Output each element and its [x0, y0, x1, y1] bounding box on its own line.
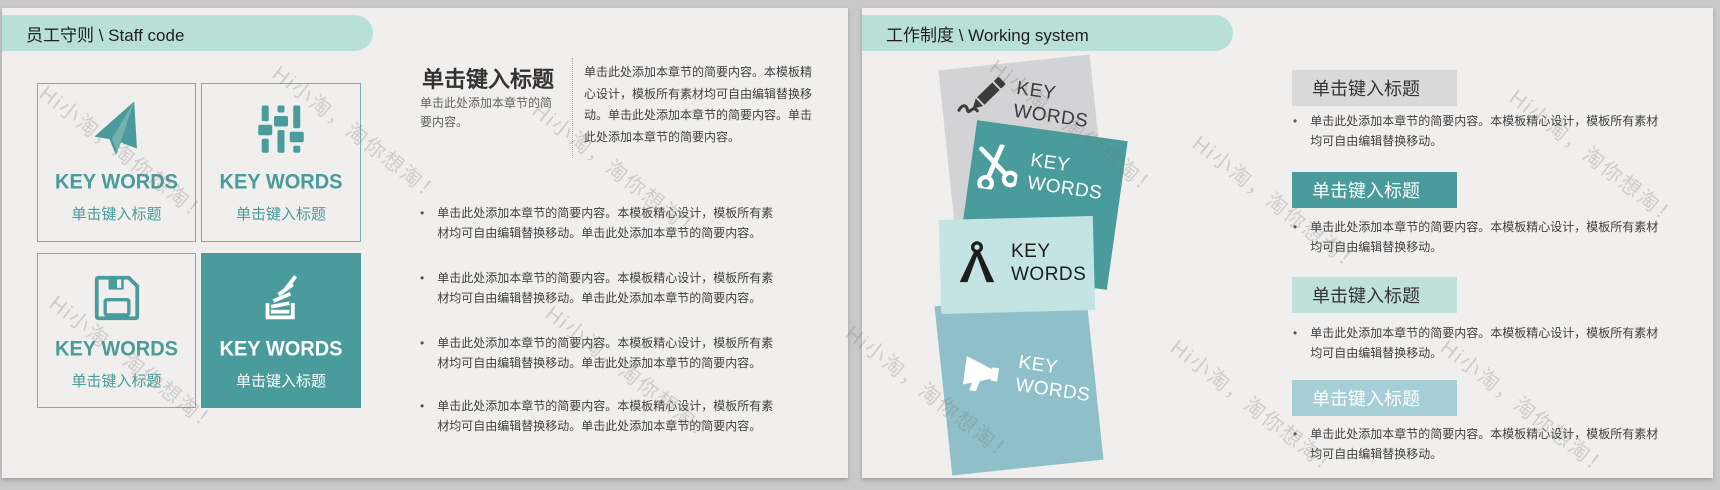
section-4-bullet: 单击此处添加本章节的简要内容。本模板精心设计，模板所有素材均可自由编辑替换移动。 — [1293, 425, 1661, 464]
section-title-text: 单击键入标题 — [1312, 286, 1420, 306]
section-3-bullet: 单击此处添加本章节的简要内容。本模板精心设计，模板所有素材均可自由编辑替换移动。 — [1293, 324, 1661, 363]
stack-card-1-content: KEY WORDS — [955, 69, 1092, 133]
keyword-label: KEY WORDS — [55, 169, 178, 194]
card-keyword-line2: WORDS — [1011, 264, 1087, 285]
scissors-icon — [977, 142, 1019, 192]
left-slide-header-text: 员工守则 \ Staff code — [26, 25, 185, 45]
right-slide-header-text: 工作制度 \ Working system — [886, 25, 1089, 45]
keyword-label: KEY WORDS — [219, 336, 343, 361]
keyword-box-3: KEY WORDS 单击键入标题 — [37, 253, 196, 408]
bullet-item: 单击此处添加本章节的简要内容。本模板精心设计，模板所有素材均可自由编辑替换移动。… — [420, 334, 780, 373]
section-title-text: 单击键入标题 — [1312, 181, 1420, 201]
keyword-label: KEY WORDS — [55, 336, 178, 361]
keyword-box-2: KEY WORDS 单击键入标题 — [201, 83, 361, 242]
section-bullet-text: 单击此处添加本章节的简要内容。本模板精心设计，模板所有素材均可自由编辑替换移动。 — [1310, 326, 1659, 360]
bullet-item: 单击此处添加本章节的简要内容。本模板精心设计，模板所有素材均可自由编辑替换移动。… — [420, 397, 780, 436]
left-slide-header: 员工守则 \ Staff code — [2, 15, 373, 51]
sliders-icon — [258, 105, 304, 153]
section-title-text: 单击键入标题 — [1312, 79, 1420, 99]
keyword-box-4: KEY WORDS 单击键入标题 — [201, 253, 361, 408]
stack-card-3-content: KEY WORDS — [954, 240, 1086, 286]
section-4-title: 单击键入标题 — [1292, 380, 1457, 416]
floppy-disk-icon — [94, 275, 139, 320]
stack-icon — [265, 274, 298, 319]
right-slide[interactable]: 工作制度 \ Working system KEY WORDS — [862, 8, 1713, 478]
stack-card-4-content: KEY WORDS — [957, 343, 1094, 407]
bullet-text: 单击此处添加本章节的简要内容。本模板精心设计，模板所有素材均可自由编辑替换移动。… — [437, 271, 774, 305]
section-2-title: 单击键入标题 — [1292, 172, 1457, 208]
paper-plane-icon — [93, 101, 137, 155]
compass-icon — [959, 241, 995, 283]
box-title: 单击键入标题 — [71, 205, 162, 223]
box-title: 单击键入标题 — [71, 372, 162, 390]
megaphone-icon — [962, 356, 1000, 393]
keyword-label: KEY WORDS — [219, 169, 343, 194]
section-title-text: 单击键入标题 — [1312, 389, 1420, 409]
intro-title: 单击键入标题 — [422, 67, 555, 92]
right-slide-header: 工作制度 \ Working system — [862, 15, 1233, 51]
pencil-icon — [957, 77, 1006, 114]
section-1-title: 单击键入标题 — [1292, 70, 1457, 106]
section-1-bullet: 单击此处添加本章节的简要内容。本模板精心设计，模板所有素材均可自由编辑替换移动。 — [1293, 112, 1661, 151]
card-keyword-line1: KEY — [1011, 241, 1051, 262]
left-slide[interactable]: 员工守则 \ Staff code KEY WORDS 单击键入标题 — [2, 8, 848, 478]
stack-card-2-content: KEY WORDS — [969, 141, 1106, 205]
section-bullet-text: 单击此处添加本章节的简要内容。本模板精心设计，模板所有素材均可自由编辑替换移动。 — [1310, 114, 1659, 148]
box-title: 单击键入标题 — [235, 205, 326, 223]
bullet-text: 单击此处添加本章节的简要内容。本模板精心设计，模板所有素材均可自由编辑替换移动。… — [437, 206, 774, 240]
intro-paragraph: 单击此处添加本章节的简要内容。本模板精心设计，模板所有素材均可自由编辑替换移动。… — [584, 65, 813, 144]
bullet-text: 单击此处添加本章节的简要内容。本模板精心设计，模板所有素材均可自由编辑替换移动。… — [437, 399, 774, 433]
bullet-item: 单击此处添加本章节的简要内容。本模板精心设计，模板所有素材均可自由编辑替换移动。… — [420, 204, 780, 243]
keyword-box-1: KEY WORDS 单击键入标题 — [37, 83, 196, 242]
bullet-item: 单击此处添加本章节的简要内容。本模板精心设计，模板所有素材均可自由编辑替换移动。… — [420, 269, 780, 308]
bullet-text: 单击此处添加本章节的简要内容。本模板精心设计，模板所有素材均可自由编辑替换移动。… — [437, 336, 774, 370]
box-title: 单击键入标题 — [235, 372, 326, 390]
section-3-title: 单击键入标题 — [1292, 277, 1457, 313]
section-bullet-text: 单击此处添加本章节的简要内容。本模板精心设计，模板所有素材均可自由编辑替换移动。 — [1310, 220, 1659, 254]
intro-subtitle: 单击此处添加本章节的简要内容。 — [420, 96, 553, 129]
section-bullet-text: 单击此处添加本章节的简要内容。本模板精心设计，模板所有素材均可自由编辑替换移动。 — [1310, 427, 1659, 461]
dotted-divider — [572, 58, 573, 158]
section-2-bullet: 单击此处添加本章节的简要内容。本模板精心设计，模板所有素材均可自由编辑替换移动。 — [1293, 218, 1661, 257]
